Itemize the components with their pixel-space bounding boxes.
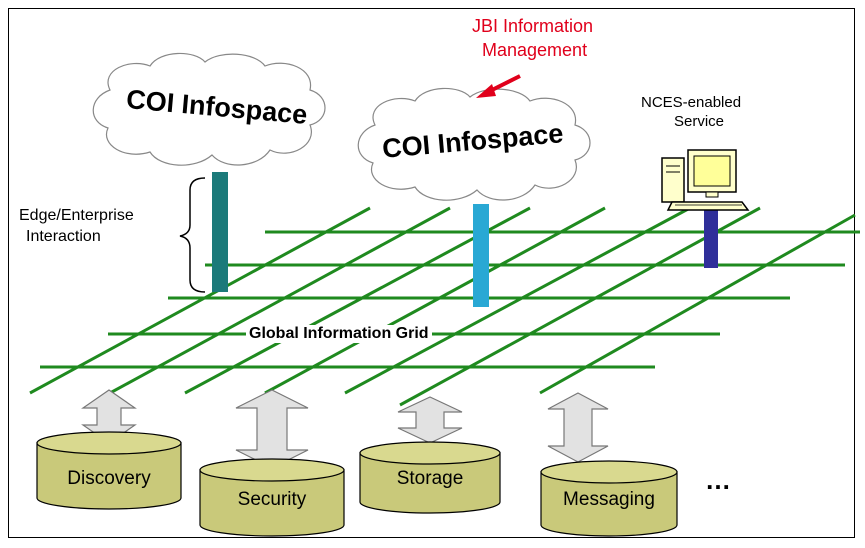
- db-label-security: Security: [237, 489, 307, 510]
- db-label-messaging: Messaging: [563, 489, 655, 510]
- arrow-security: [235, 389, 309, 469]
- cloud-shape-right: [357, 87, 591, 201]
- arrow-storage: [397, 396, 463, 444]
- grid-line: [539, 213, 856, 395]
- arrow-messaging: [547, 392, 609, 463]
- db-messaging: [540, 460, 678, 537]
- grid-label: Global Information Grid: [246, 325, 432, 344]
- cloud-shape-left: [92, 52, 326, 166]
- grid-line: [399, 206, 761, 407]
- db-label-storage: Storage: [396, 468, 464, 489]
- ellipsis-more: …: [705, 465, 731, 495]
- nces-label-line2: Service: [674, 113, 725, 130]
- diagram-frame: [8, 8, 855, 538]
- db-storage: [359, 441, 501, 514]
- nces-label-line1: NCES-enabled: [641, 94, 742, 111]
- grid-line: [264, 206, 606, 395]
- grid-line: [29, 206, 371, 395]
- edge-brace: [179, 177, 206, 293]
- grid-line: [109, 206, 451, 395]
- edge-label-line2: Interaction: [26, 228, 101, 245]
- teal-post: [212, 172, 228, 292]
- grid-line: [184, 206, 531, 395]
- computer-icon: [661, 149, 750, 211]
- db-security: [199, 458, 345, 537]
- grid-line: [344, 206, 691, 395]
- blue-post: [473, 204, 489, 307]
- db-label-discovery: Discovery: [67, 468, 151, 489]
- db-discovery: [36, 431, 182, 510]
- global-information-grid: [29, 206, 860, 407]
- jbi-label-line2: Management: [482, 40, 588, 60]
- edge-label-line1: Edge/Enterprise: [19, 207, 134, 224]
- navy-post: [704, 208, 718, 268]
- jbi-arrow-head: [476, 84, 496, 98]
- jbi-label-line1: JBI Information: [472, 16, 594, 36]
